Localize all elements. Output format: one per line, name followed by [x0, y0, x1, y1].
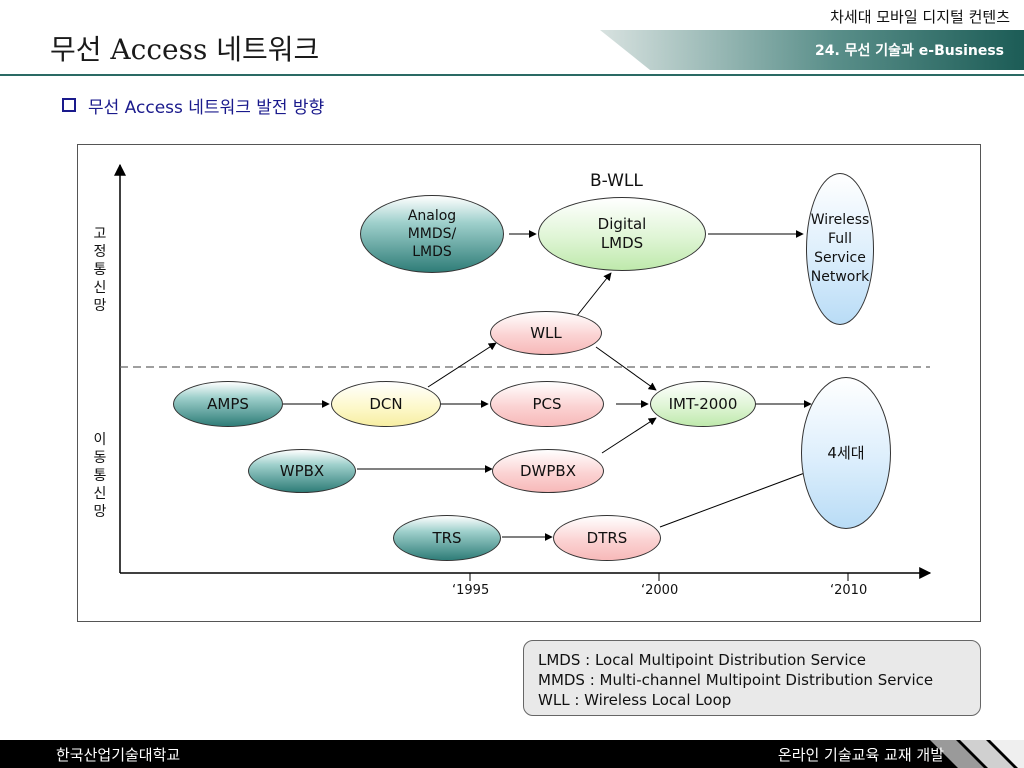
node-dtrs: DTRS: [553, 515, 661, 561]
section-heading-text: 무선 Access 네트워크 발전 방향: [88, 98, 325, 118]
abbreviation-legend: LMDS : Local Multipoint Distribution Ser…: [523, 640, 981, 716]
chapter-label: 24. 무선 기술과 e-Business: [814, 43, 1004, 59]
footer-stripes: [930, 740, 1024, 768]
node-analog-mmds-lmds: Analog MMDS/ LMDS: [360, 195, 504, 273]
course-name: 차세대 모바일 디지털 컨텐츠: [830, 8, 1010, 26]
axis-label-mobile-network: 이동통신망: [93, 432, 107, 520]
evolution-diagram: B-WLL Analog MMDS/ LMDS Digital LMDS Wir…: [77, 144, 981, 622]
diagram-connectors: [114, 163, 932, 581]
footer-bar: [0, 740, 1024, 768]
page-title: 무선 Access 네트워크: [50, 33, 320, 66]
legend-line: LMDS : Local Multipoint Distribution Ser…: [538, 651, 867, 669]
legend-line: WLL : Wireless Local Loop: [538, 691, 732, 709]
checkbox-bullet-icon: [62, 98, 76, 112]
header-decoration: [0, 30, 1024, 76]
node-wpbx: WPBX: [248, 449, 356, 493]
tick-label-2010: ‘2010: [830, 583, 868, 598]
section-heading: 무선 Access 네트워크 발전 방향: [62, 93, 324, 118]
node-digital-lmds: Digital LMDS: [538, 197, 706, 271]
node-pcs: PCS: [490, 381, 604, 427]
footer-university: 한국산업기술대학교: [56, 746, 181, 764]
node-4th-generation: 4세대: [801, 377, 891, 529]
tick-label-2000: ‘2000: [641, 583, 679, 598]
node-dwpbx: DWPBX: [492, 449, 604, 493]
node-wireless-full-service-network: Wireless Full Service Network: [806, 173, 874, 325]
tick-label-1995: ‘1995: [452, 583, 490, 598]
node-wll: WLL: [490, 311, 602, 355]
legend-line: MMDS : Multi-channel Multipoint Distribu…: [538, 671, 934, 689]
node-amps: AMPS: [173, 381, 283, 427]
node-trs: TRS: [393, 515, 501, 561]
node-imt-2000: IMT-2000: [650, 381, 756, 427]
node-dcn: DCN: [331, 381, 441, 427]
footer-project: 온라인 기술교육 교재 개발: [777, 746, 944, 764]
bwll-group-label: B-WLL: [590, 171, 643, 191]
axis-label-fixed-network: 고정통신망: [93, 226, 107, 314]
